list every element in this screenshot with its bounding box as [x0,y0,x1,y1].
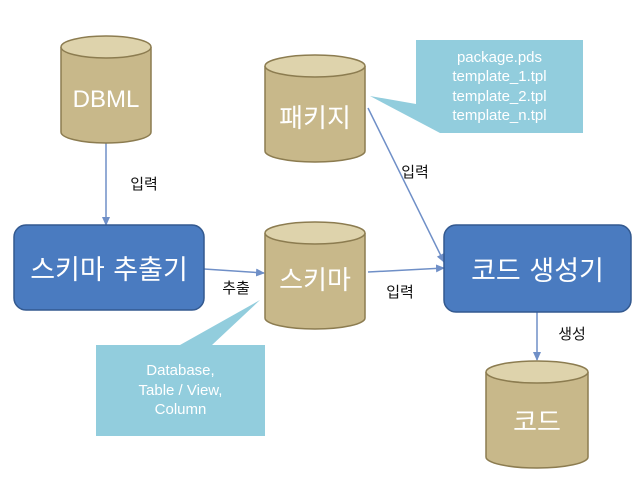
schema-contents-callout [96,300,265,436]
package-files-callout [370,40,583,133]
package-cylinder [264,54,366,163]
code-cylinder [485,360,589,469]
extractor-box [13,224,205,311]
edge-package-to-generator [367,107,445,263]
dbml-cylinder [60,35,152,144]
schema-cylinder [264,221,366,330]
edge-extractor-to-schema [203,268,265,277]
generator-box [443,224,632,313]
edge-schema-to-generator [367,264,445,273]
